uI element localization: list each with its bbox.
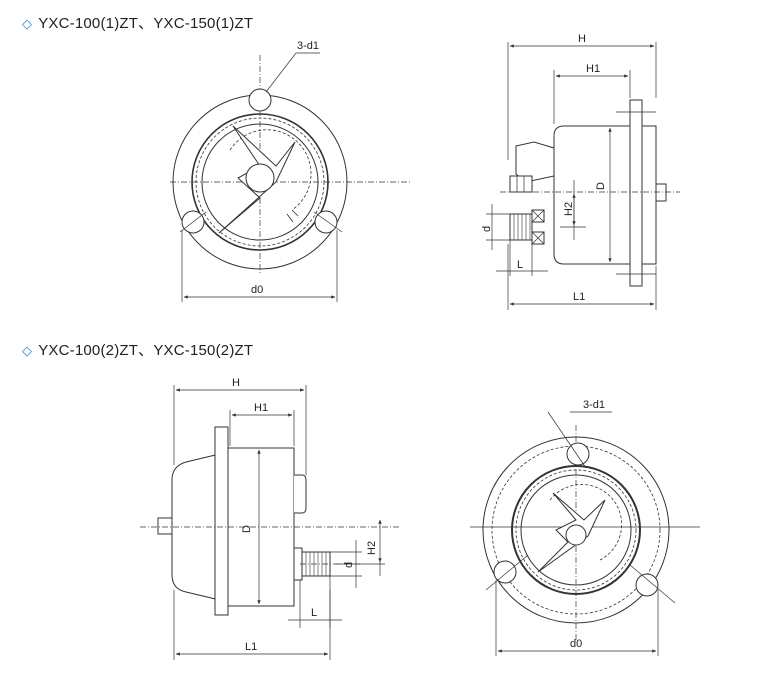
label-H1: H1: [586, 63, 600, 75]
flange-plate: [214, 426, 229, 616]
section2-heading: ◇ YXC-100(2)ZT、YXC-150(2)ZT: [22, 339, 253, 360]
label-D: D: [595, 182, 607, 190]
label-L1: L1: [573, 291, 585, 303]
connector-box: [294, 474, 307, 514]
connector-nut: [509, 175, 533, 193]
label-H: H: [578, 33, 586, 45]
scale-arc: [549, 484, 622, 561]
scale-arc: [229, 129, 312, 211]
pointer-hub: [565, 524, 587, 546]
label-L: L: [517, 259, 523, 271]
label-3d1: 3-d1: [297, 40, 319, 52]
connector-head: [515, 141, 555, 183]
label-3d1: 3-d1: [583, 399, 605, 411]
label-D: D: [241, 525, 253, 533]
label-H1: H1: [254, 402, 268, 414]
scale-arc-end: [286, 209, 299, 223]
label-H2: H2: [366, 541, 378, 555]
pointer-hub: [245, 163, 275, 193]
side-view-1: [486, 42, 680, 310]
leader-3d1: [265, 52, 297, 93]
flange-plate: [629, 99, 643, 287]
mount-hole-right: [635, 573, 659, 597]
section1-heading: ◇ YXC-100(1)ZT、YXC-150(1)ZT: [22, 12, 253, 33]
diamond-bullet-icon: ◇: [22, 343, 33, 358]
label-d0: d0: [251, 284, 263, 296]
front-view-1: [170, 52, 410, 302]
label-d: d: [481, 226, 493, 232]
front-view-2: [470, 411, 700, 656]
section2-title: YXC-100(2)ZT、YXC-150(2)ZT: [38, 342, 254, 359]
side-view-2: [140, 385, 400, 660]
flange-hub: [641, 125, 657, 265]
label-L1: L1: [245, 641, 257, 653]
thread-stem: [509, 213, 533, 241]
back-stud: [655, 183, 667, 202]
case-body: [553, 125, 630, 265]
mount-hole-right: [314, 210, 338, 234]
section1-title: YXC-100(1)ZT、YXC-150(1)ZT: [38, 15, 254, 32]
mount-hole-top: [248, 88, 272, 112]
mount-hole-left: [493, 560, 517, 584]
label-L: L: [311, 607, 317, 619]
diamond-bullet-icon: ◇: [22, 16, 33, 31]
label-H2: H2: [563, 202, 575, 216]
label-d0: d0: [570, 638, 582, 650]
mount-hole-top: [566, 442, 590, 466]
leader-3d1: [547, 411, 587, 469]
label-d: d: [343, 562, 355, 568]
back-stud: [157, 517, 173, 535]
label-H: H: [232, 377, 240, 389]
